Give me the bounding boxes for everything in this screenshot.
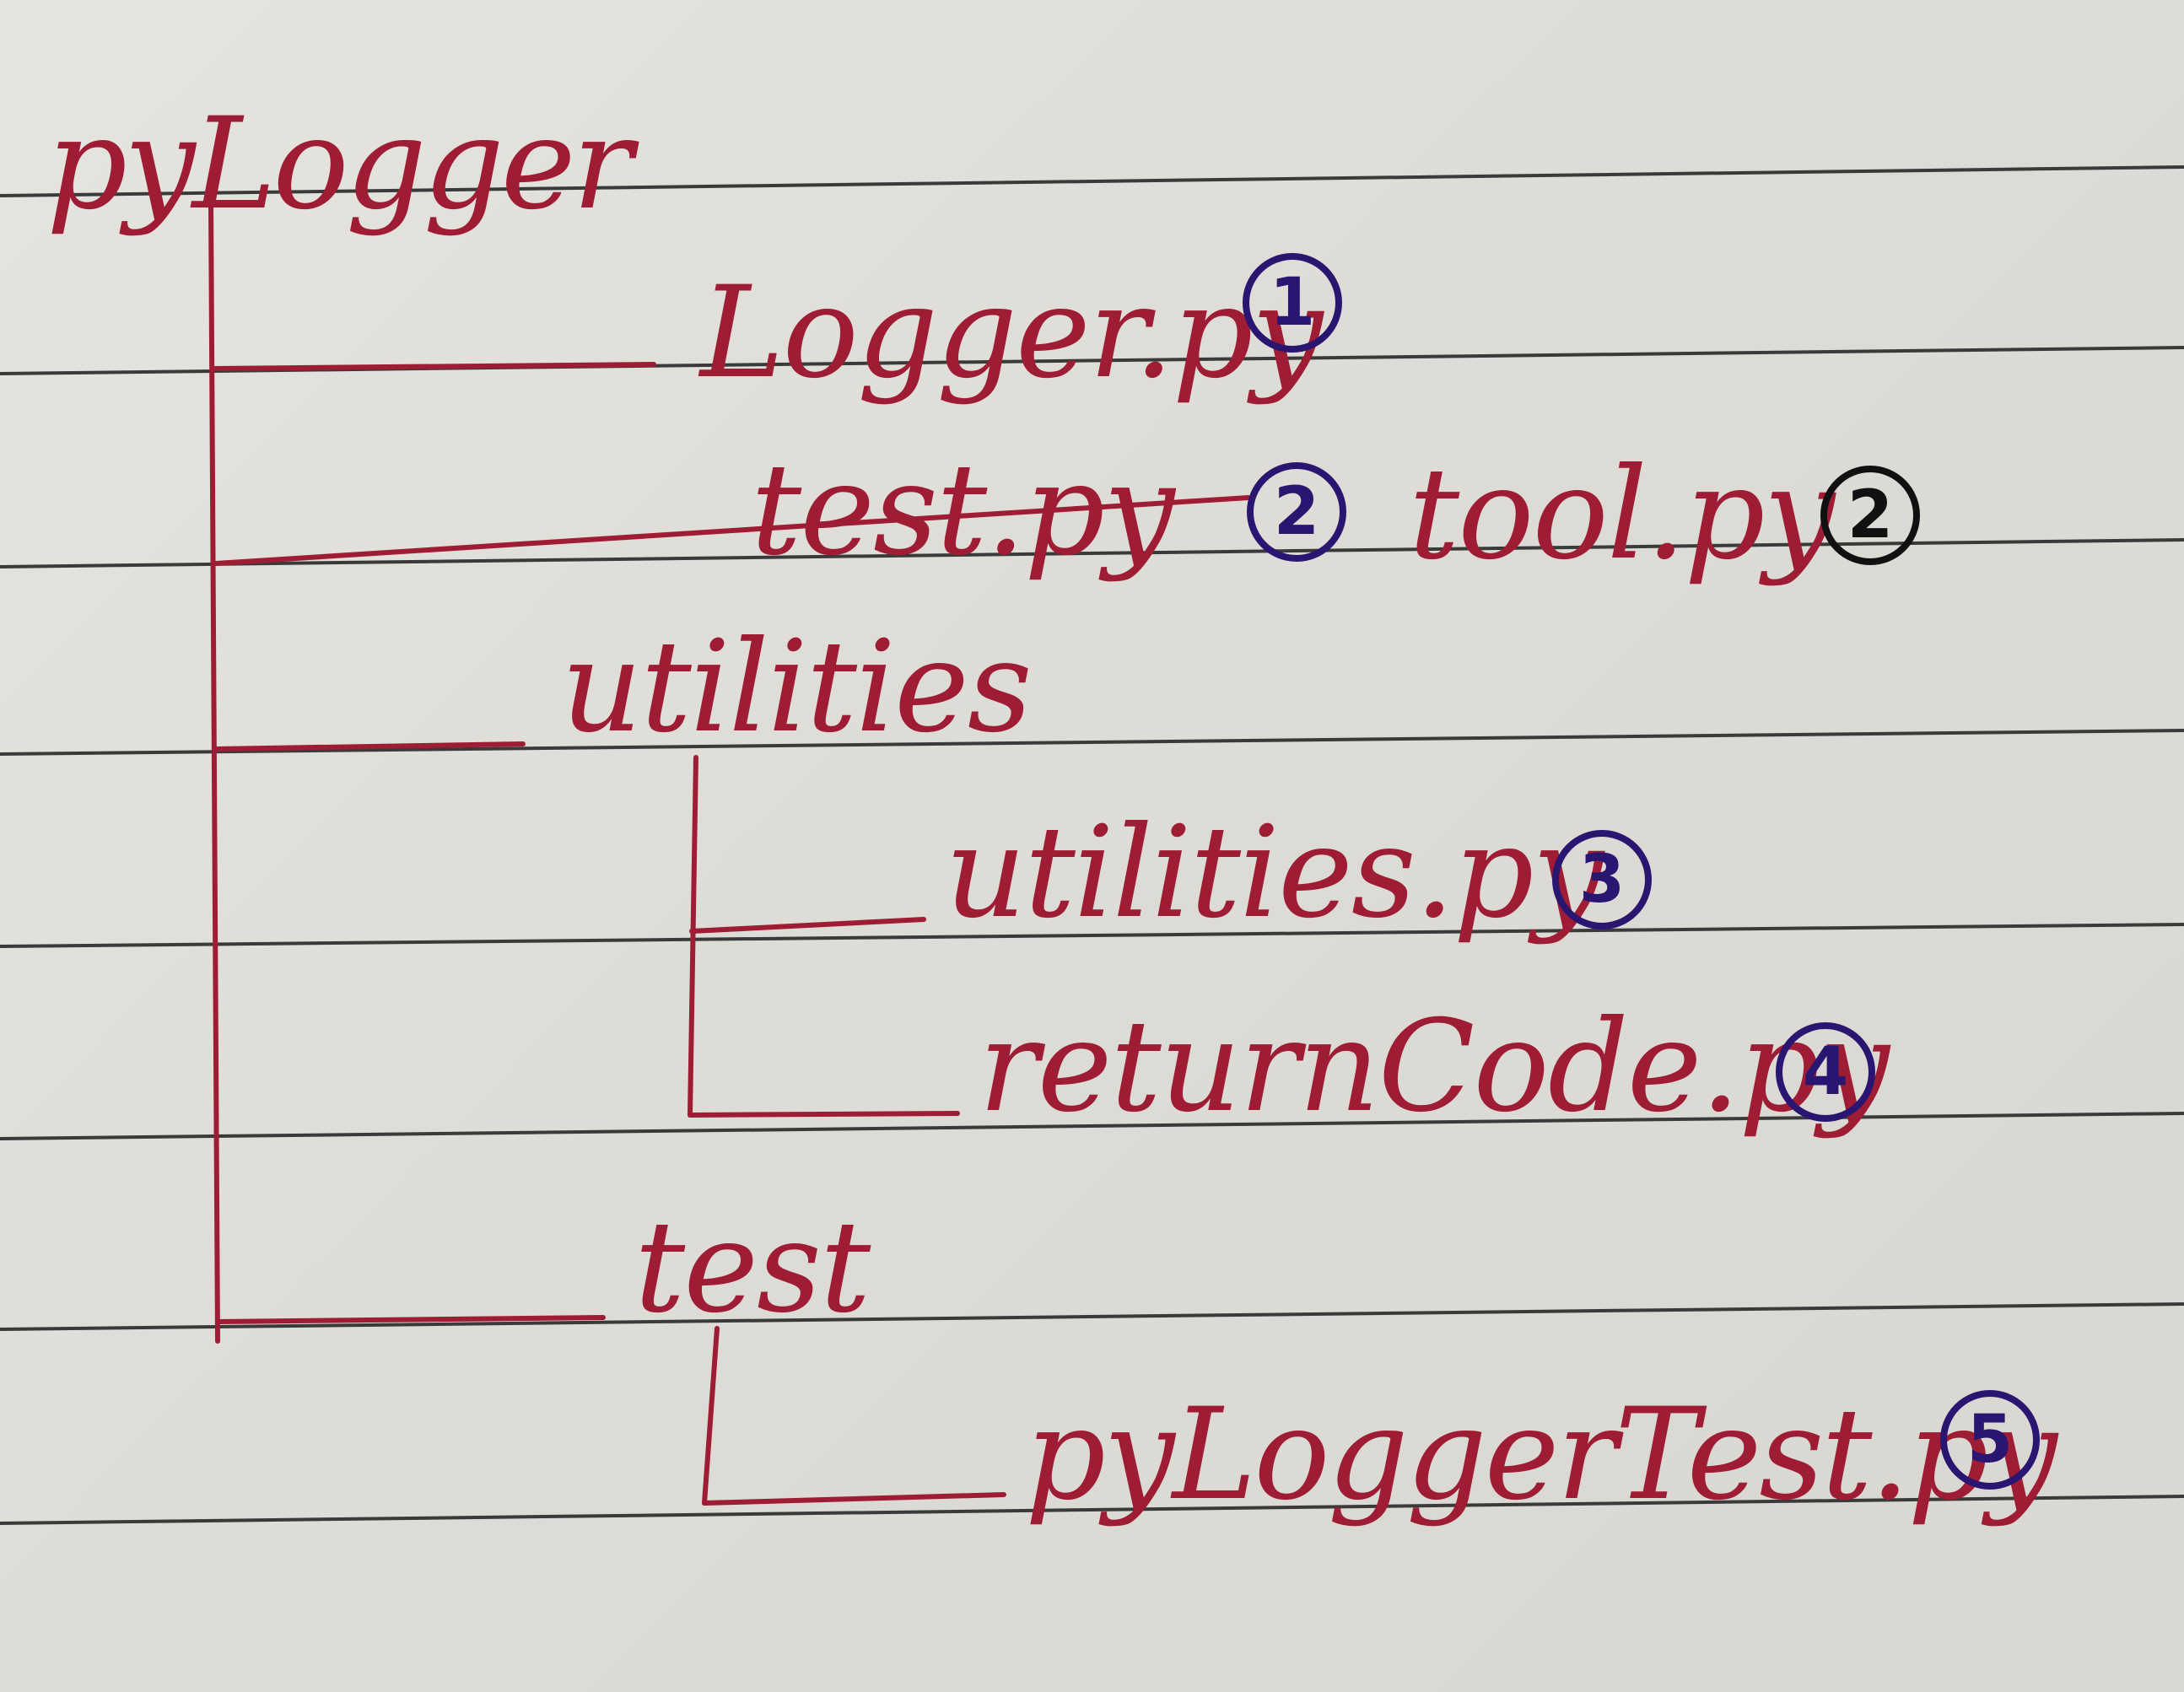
branch-returncode [688,1111,960,1118]
utilities-trunk [688,755,698,1118]
rule-line [0,538,2184,568]
rule-line [0,923,2184,948]
root-folder-label: pyLogger [46,91,633,238]
branch-utilities [213,741,526,752]
branch-pyloggertest [702,1492,1006,1506]
struck-file-label: test.py [751,437,1175,584]
replacement-file-number-badge: 2 [1820,466,1920,565]
test-folder-label: test [634,1194,871,1341]
returncode-file-label: returnCode.py [979,994,1890,1140]
pyloggertest-file-label: pyLoggerTest.py [1025,1382,2057,1528]
branch-utilities-py [689,917,926,934]
branch-test-folder [215,1315,606,1324]
tree-connectors [208,200,1251,1506]
pyloggertest-file-number-badge: 5 [1940,1390,2040,1490]
branch-logger [213,362,656,371]
logger-file-label: Logger.py [700,260,1323,407]
rule-line [0,1495,2184,1525]
rule-line [0,729,2184,756]
utilities-folder-label: utilities [561,614,1033,761]
root-trunk [208,200,220,1344]
struck-file-number-badge: 2 [1247,462,1346,562]
utilities-file-number-badge: 3 [1552,830,1652,930]
logger-file-number-badge: 1 [1243,253,1342,353]
test-trunk [702,1326,720,1506]
branch-test-py [213,495,1251,566]
utilities-file-label: utilities.py [945,800,1604,946]
rule-line [0,165,2184,197]
rule-line [0,1302,2184,1331]
replacement-file-label: tool.py [1409,441,1835,588]
returncode-file-number-badge: 4 [1776,1022,1875,1122]
